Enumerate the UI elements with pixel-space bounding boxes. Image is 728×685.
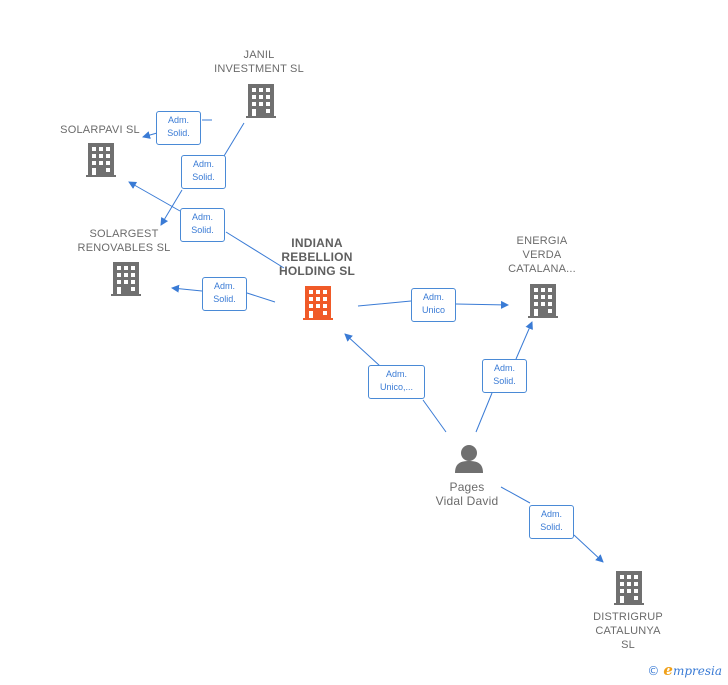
distrigrup-building-icon[interactable]: [614, 571, 644, 605]
relation-janil-solargest[interactable]: Adm. Solid.: [181, 155, 226, 189]
empresia-watermark: ©empresia: [647, 661, 722, 679]
edge-indiana-solarpavi: [129, 182, 285, 269]
relation-indiana-solargest[interactable]: Adm. Solid.: [202, 277, 247, 311]
edge-pages-distrigrup: [500, 486, 603, 562]
node-label-distrigrup[interactable]: DISTRIGRUP CATALUNYA SL: [593, 611, 663, 651]
indiana-building-icon[interactable]: [303, 286, 333, 320]
brand-name: mpresia: [672, 664, 722, 678]
node-label-indiana[interactable]: INDIANA REBELLION HOLDING SL: [279, 236, 355, 278]
edges-layer: [129, 119, 603, 562]
node-label-energia[interactable]: ENERGIA VERDA CATALANA...: [508, 235, 576, 275]
relation-pages-energia[interactable]: Adm. Solid.: [482, 359, 527, 393]
node-label-pages[interactable]: Pages Vidal David: [435, 480, 499, 508]
solarpavi-building-icon[interactable]: [86, 143, 116, 177]
node-label-janil[interactable]: JANIL INVESTMENT SL: [214, 49, 304, 75]
edge-janil-solargest: [161, 122, 245, 225]
energia-building-icon[interactable]: [528, 284, 558, 318]
relation-pages-indiana[interactable]: Adm. Unico,...: [368, 365, 425, 399]
relation-indiana-energia[interactable]: Adm. Unico: [411, 288, 456, 322]
solargest-building-icon[interactable]: [111, 262, 141, 296]
relation-indiana-solarpavi[interactable]: Adm. Solid.: [180, 208, 225, 242]
edge-pages-indiana: [345, 334, 447, 433]
edge-indiana-solargest: [172, 288, 276, 303]
edge-pages-energia: [475, 322, 532, 433]
person-icon[interactable]: [455, 445, 483, 473]
relation-janil-solarpavi[interactable]: Adm. Solid.: [156, 111, 201, 145]
node-label-solargest[interactable]: SOLARGEST RENOVABLES SL: [77, 228, 171, 254]
relation-pages-distrigrup[interactable]: Adm. Solid.: [529, 505, 574, 539]
node-label-solarpavi[interactable]: SOLARPAVI SL: [60, 124, 140, 136]
janil-building-icon[interactable]: [246, 84, 276, 118]
edge-indiana-energia: [357, 301, 508, 306]
edge-janil-solarpavi: [143, 119, 212, 137]
brand-initial: e: [663, 661, 673, 679]
copyright-symbol: ©: [647, 664, 660, 678]
